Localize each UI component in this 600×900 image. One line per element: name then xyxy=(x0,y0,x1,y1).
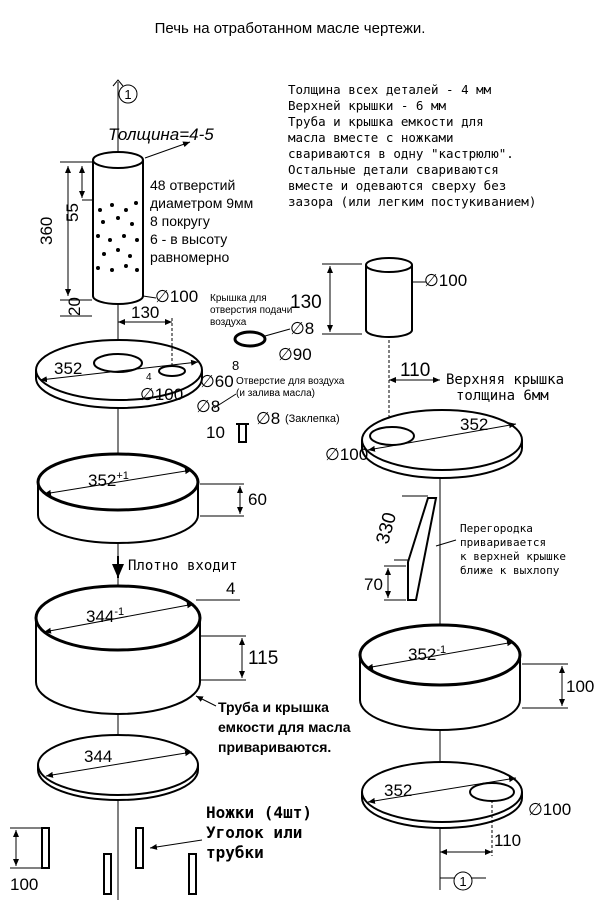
top-lid-label: Верхняя крышка толщина 6мм xyxy=(446,372,572,404)
upper-chamber xyxy=(358,623,522,731)
partition-label: Перегородка приваривается к верхней крыш… xyxy=(460,522,573,577)
pipe-holes-offset-dim: 55 xyxy=(63,203,82,222)
pipe-holes-note: 48 отверстий диаметром 9мм 8 покругу 6 -… xyxy=(150,177,257,265)
air-cap-height-dim: 130 xyxy=(290,292,322,313)
svg-text:1: 1 xyxy=(124,87,131,102)
air-cap-ring xyxy=(233,330,267,348)
air-cap-small-dim: 8 xyxy=(232,358,239,373)
air-hole-label: Отверстие для воздуха (и залива масла) xyxy=(236,376,347,399)
svg-text:Перегородка привариваетс: Перегородка приваривается к верхней крыш… xyxy=(460,522,573,577)
upper-ring-diameter-dim: 352+1 xyxy=(88,470,129,490)
pipe-bottom-offset-dim: 20 xyxy=(65,297,84,316)
air-cap-label: Крышка для отверстия подачи воздуха xyxy=(210,293,295,328)
partition-height-dim: 70 xyxy=(364,575,383,594)
legs-height-dim: 100 xyxy=(10,875,38,894)
top-lid-diameter-dim: 352 xyxy=(460,415,488,434)
svg-text:Крышка для отверстия под: Крышка для отверстия подачи воздуха xyxy=(210,293,295,328)
tank-diameter-dim: 344-1 xyxy=(86,606,124,626)
fit-note: Плотно входит xyxy=(128,558,238,574)
svg-text:Отверстие для воздуха (и: Отверстие для воздуха (и залива масла) xyxy=(236,376,347,399)
svg-text:1: 1 xyxy=(459,874,466,889)
legs xyxy=(41,827,197,895)
rivet-len-dim: 10 xyxy=(206,423,225,442)
svg-text:Труба и крышка емкости д: Труба и крышка емкости для масла привари… xyxy=(218,699,354,755)
upper-bottom-hole-dim: ∅100 xyxy=(528,800,571,819)
upper-bottom-offset-dim: 110 xyxy=(494,831,521,850)
top-lid xyxy=(361,409,523,479)
svg-text:Верхняя крышка толщина 6: Верхняя крышка толщина 6мм xyxy=(446,372,572,404)
svg-text:Ножки (4шт) Уголок или: Ножки (4шт) Уголок или трубки xyxy=(206,803,322,862)
partition-length-dim: 330 xyxy=(373,510,401,546)
lower-lid-diameter-dim: 352 xyxy=(54,359,82,378)
lower-lid-offset-dim: 130 xyxy=(131,303,159,322)
lower-lid-hole-small-dim: ∅60 xyxy=(200,372,234,391)
axis-marker-bottom: 1 xyxy=(439,870,486,891)
rivet xyxy=(236,423,249,443)
air-hole-dim: ∅8 xyxy=(196,397,220,416)
top-lid-hole-dim: ∅100 xyxy=(325,445,368,464)
lower-lid-gap-dim: 4 xyxy=(146,372,152,383)
tank-bottom-diameter-dim: 344 xyxy=(84,747,112,766)
exhaust-pipe-diameter-dim: ∅100 xyxy=(424,271,467,290)
axis-marker-top: 1 xyxy=(112,79,138,104)
air-cap-outer-dim: ∅90 xyxy=(278,345,312,364)
svg-text:Толщина всех деталей - 4 мм: Толщина всех деталей - 4 мм Верхней крыш… xyxy=(288,82,536,209)
upper-chamber-height-dim: 100 xyxy=(566,677,594,696)
general-note: Толщина всех деталей - 4 мм Верхней крыш… xyxy=(288,82,536,209)
top-lid-offset-dim: 110 xyxy=(400,360,430,381)
rivet-d-dim: ∅8 xyxy=(256,409,280,428)
page-title: Печь на отработанном масле чертежи. xyxy=(154,20,426,37)
upper-bottom-diameter-dim: 352 xyxy=(384,781,412,800)
rivet-label: (Заклепка) xyxy=(285,413,340,425)
tank-bottom xyxy=(37,734,199,801)
pipe-diameter-dim: ∅100 xyxy=(155,287,198,306)
upper-chamber-diameter-dim: 352-1 xyxy=(408,644,446,664)
lower-lid-hole-big-dim: ∅100 xyxy=(140,385,183,404)
legs-label: Ножки (4шт) Уголок или трубки xyxy=(206,803,322,862)
tank-wall-dim: 4 xyxy=(226,579,235,598)
pipe-holes xyxy=(96,201,139,272)
upper-ring xyxy=(36,452,200,544)
weld-note: Труба и крышка емкости для масла привари… xyxy=(218,699,354,755)
exhaust-pipe xyxy=(365,257,413,338)
pipe-thickness-label: Толщина=4-5 xyxy=(108,125,214,144)
upper-ring-height-dim: 60 xyxy=(248,490,267,509)
air-cap-inner-dim: ∅8 xyxy=(290,319,314,338)
pipe-height-dim: 360 xyxy=(37,217,56,245)
perforated-pipe xyxy=(92,151,144,305)
partition-plate xyxy=(407,497,438,601)
tank-height-dim: 115 xyxy=(248,648,278,669)
svg-text:48 отверстий диаметром 9: 48 отверстий диаметром 9мм 8 покругу 6 -… xyxy=(150,177,257,265)
